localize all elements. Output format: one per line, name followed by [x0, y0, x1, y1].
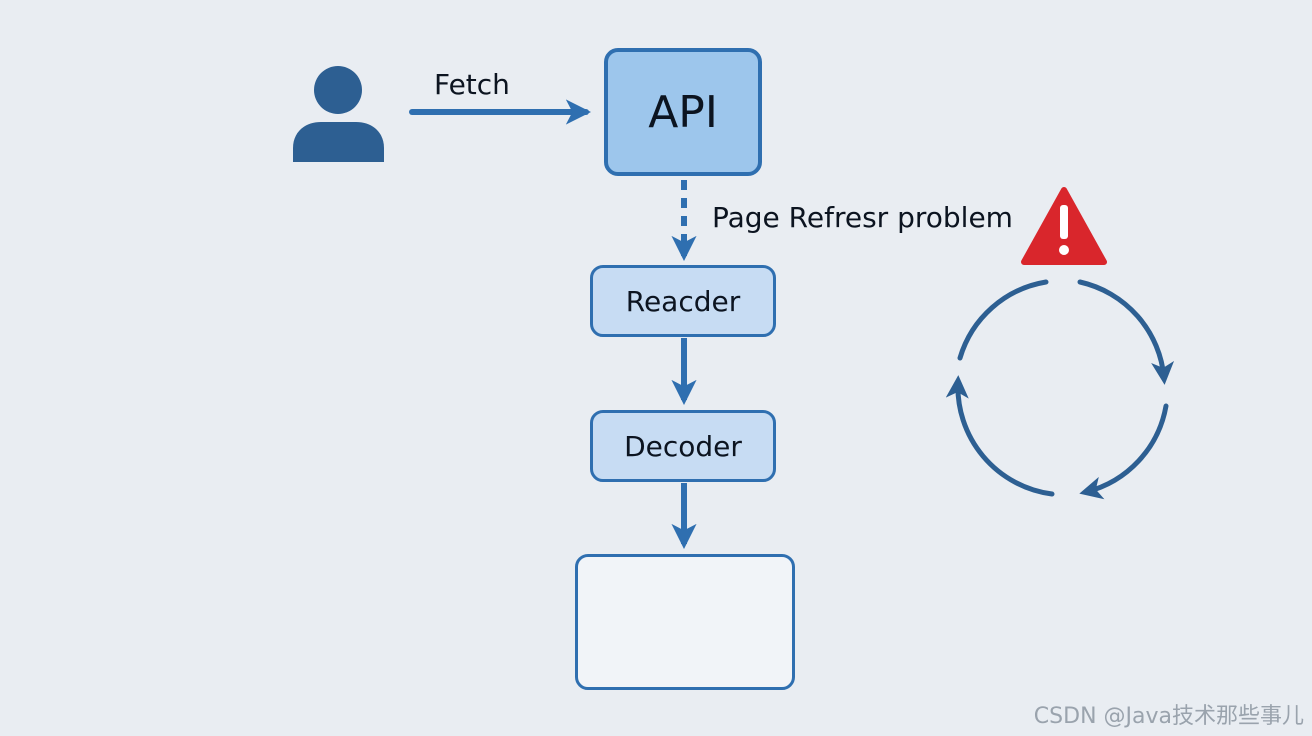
refresh-problem-label: Page Refresr problem: [712, 201, 1013, 234]
refresh-cycle-icon: [945, 279, 1175, 500]
output-node: [575, 554, 795, 690]
fetch-label: Fetch: [434, 68, 510, 101]
warning-icon: [1021, 187, 1107, 265]
api-node: API: [604, 48, 762, 176]
user-icon: [293, 66, 384, 162]
decoder-node: Decoder: [590, 410, 776, 482]
watermark: CSDN @Java技术那些事儿: [1033, 704, 1304, 729]
reacder-node: Reacder: [590, 265, 776, 337]
